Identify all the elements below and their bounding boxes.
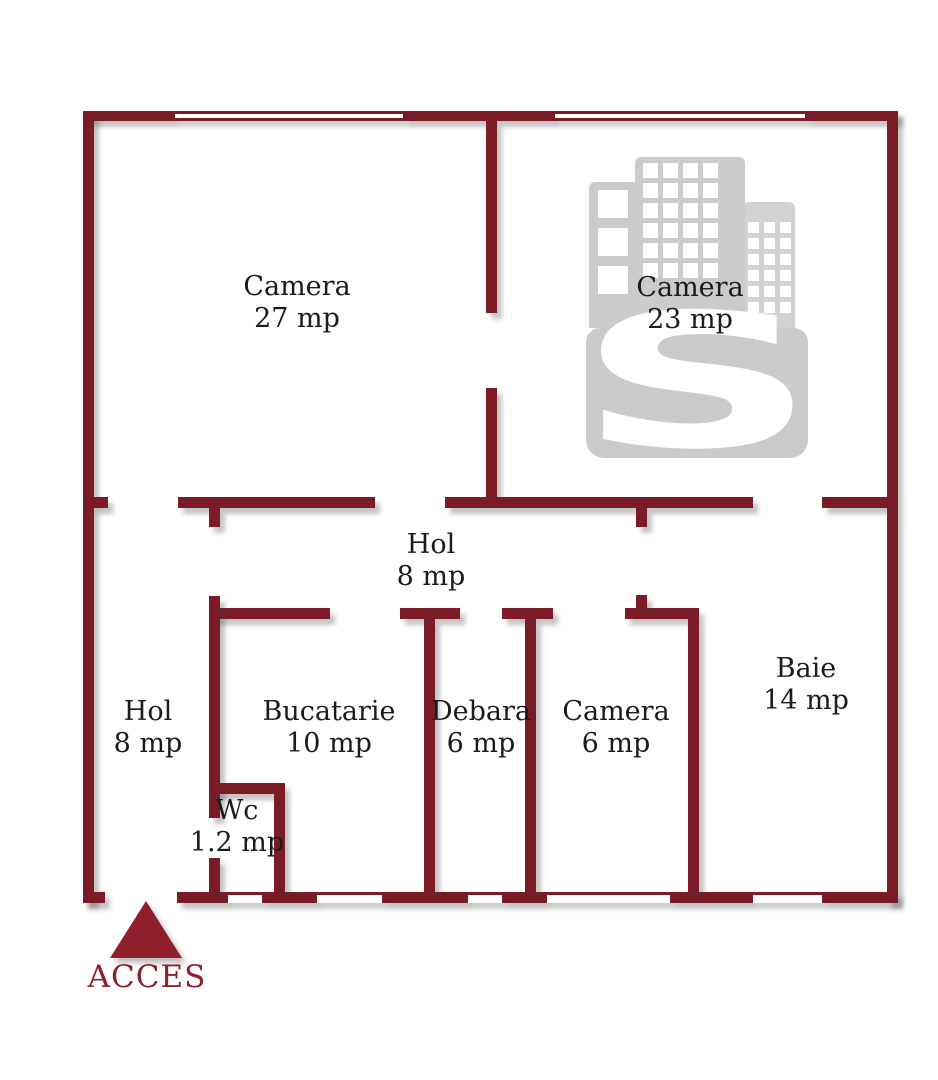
room-name: Baie <box>775 653 837 684</box>
room-label-hol-entrance: Hol 8 mp <box>114 696 183 760</box>
room-name: Debara <box>430 696 532 727</box>
room-name: Camera <box>243 271 351 302</box>
room-area: 10 mp <box>286 728 372 759</box>
wall-outer-left <box>83 111 94 903</box>
room-label-camera-27: Camera 27 mp <box>243 271 350 335</box>
window-top-left <box>175 111 403 121</box>
watermark-logo: S <box>577 150 817 475</box>
wall-bucatarie-debara <box>424 619 435 892</box>
room-name: Hol <box>406 529 456 560</box>
door-jamb-corridor-left <box>209 508 220 527</box>
wall-corridor-bottom-1 <box>209 608 330 619</box>
room-area: 8 mp <box>396 561 466 592</box>
window-bottom-camera6 <box>547 892 670 903</box>
room-area: 6 mp <box>581 728 651 759</box>
room-label-wc: Wc 1.2 mp <box>190 795 284 859</box>
wall-outer-bottom-5 <box>502 892 547 903</box>
room-label-camera-6: Camera 6 mp <box>562 696 669 760</box>
watermark-panel <box>586 328 808 458</box>
room-area: 27 mp <box>254 303 340 334</box>
wall-outer-bottom-6 <box>670 892 753 903</box>
wall-camera-divider-lower <box>486 388 497 497</box>
wall-outer-bottom-7 <box>822 892 898 903</box>
wall-corridor-bottom-4 <box>625 608 699 619</box>
wall-corridor-top-2 <box>178 497 375 508</box>
wall-wc-top <box>209 783 285 794</box>
wall-corridor-bottom-3 <box>502 608 553 619</box>
room-label-hol-corridor: Hol 8 mp <box>397 529 466 593</box>
room-name: Bucatarie <box>262 696 396 727</box>
wall-corridor-top-3 <box>445 497 753 508</box>
wall-debara-camera6 <box>525 619 536 892</box>
wall-outer-right <box>887 111 898 903</box>
room-name: Camera <box>636 272 744 303</box>
room-area: 6 mp <box>446 728 516 759</box>
wall-hol-bucatarie-lower <box>209 858 220 892</box>
room-label-bucatarie: Bucatarie 10 mp <box>263 696 396 760</box>
wall-corridor-top-1 <box>92 497 108 508</box>
wall-camera-divider-upper <box>486 121 497 313</box>
watermark-letter: S <box>577 274 817 491</box>
window-bottom-baie <box>753 892 822 903</box>
access-arrow-icon <box>110 901 182 958</box>
room-name: Hol <box>123 696 173 727</box>
window-bottom-debara <box>468 892 502 903</box>
wall-outer-bottom-3 <box>262 892 317 903</box>
access-label: ACCES <box>87 959 207 995</box>
window-top-right <box>555 111 805 121</box>
watermark-building-center-windows <box>643 163 718 278</box>
room-label-baie: Baie 14 mp <box>763 653 849 717</box>
door-jamb-corridor-right <box>636 508 647 527</box>
room-name: Wc <box>215 795 259 826</box>
wall-outer-bottom-2 <box>177 892 228 903</box>
wall-corridor-bottom-2 <box>400 608 460 619</box>
wall-corridor-top-4 <box>822 497 887 508</box>
watermark-building-right-windows <box>748 222 791 313</box>
wall-wc-right <box>274 794 285 892</box>
window-bottom-wc <box>228 892 262 903</box>
room-name: Camera <box>562 696 670 727</box>
wall-outer-bottom-1 <box>83 892 105 903</box>
wall-outer-bottom-4 <box>382 892 468 903</box>
room-area: 1.2 mp <box>189 827 285 858</box>
room-area: 8 mp <box>113 728 183 759</box>
room-area: 14 mp <box>763 685 849 716</box>
room-label-camera-23: Camera 23 mp <box>636 272 743 336</box>
wall-outer-top-left <box>83 111 175 121</box>
room-area: 23 mp <box>647 304 733 335</box>
room-label-debara: Debara 6 mp <box>431 696 531 760</box>
wall-hol-bucatarie-upper <box>209 596 220 818</box>
wall-camera6-baie <box>688 619 699 892</box>
wall-outer-top-right <box>805 111 898 121</box>
window-bottom-bucatarie <box>317 892 382 903</box>
door-jamb-corridor-bottom <box>636 595 647 608</box>
wall-outer-top-mid <box>403 111 555 121</box>
watermark-building-left-windows <box>598 190 628 294</box>
